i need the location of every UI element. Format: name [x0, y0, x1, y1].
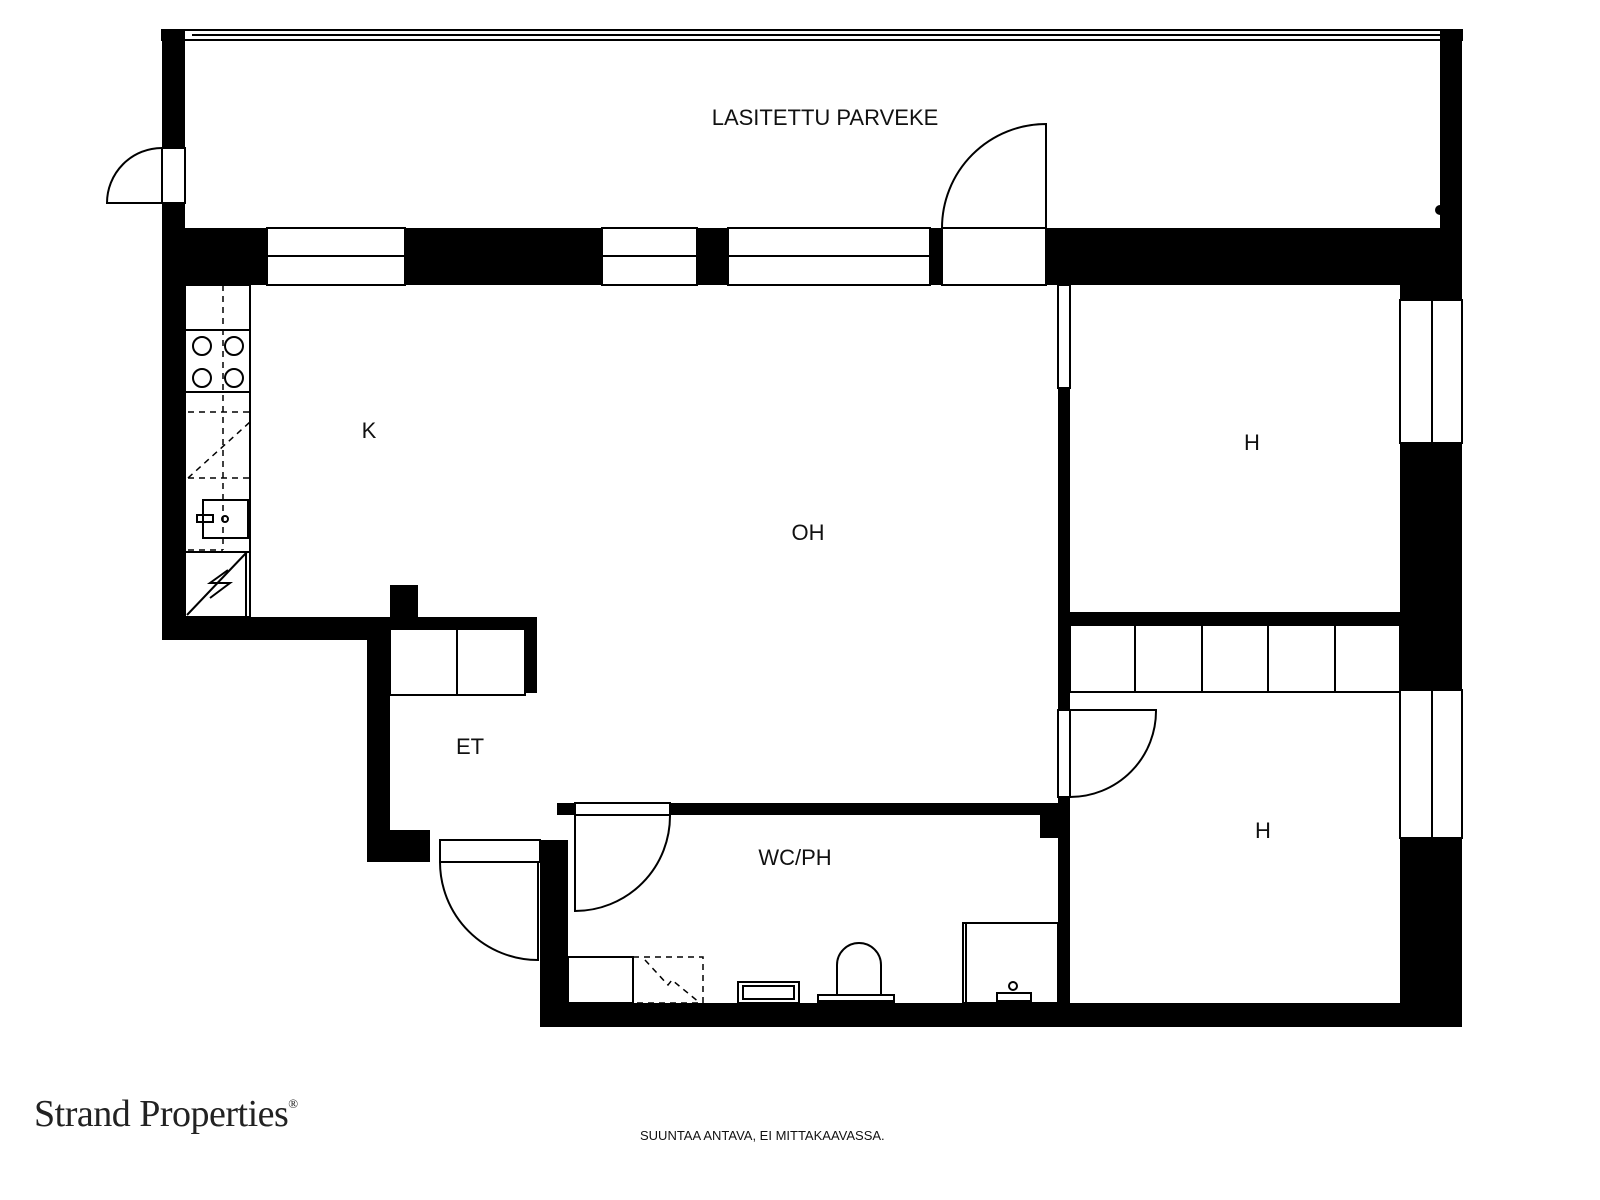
bedroom-wardrobes — [1069, 624, 1401, 693]
balcony-glazing — [161, 29, 1463, 41]
doors — [105, 122, 1158, 962]
bathroom-fixtures — [567, 922, 1059, 1004]
hall-closet — [389, 628, 526, 696]
room-label-hall: ET — [456, 734, 484, 759]
room-label-bathroom: WC/PH — [758, 845, 831, 870]
room-label-bedroom-lower: H — [1255, 818, 1271, 843]
brand-logo: Strand Properties® — [34, 1092, 298, 1136]
kitchen-counter — [184, 284, 251, 618]
room-label-bedroom-upper: H — [1244, 430, 1260, 455]
walls — [162, 30, 1462, 1027]
room-label-balcony: LASITETTU PARVEKE — [712, 105, 939, 130]
windows — [266, 227, 1463, 839]
room-label-kitchen: K — [362, 418, 377, 443]
brand-name: Strand Properties — [34, 1093, 289, 1135]
drain-dot — [1435, 205, 1445, 215]
room-label-living: OH — [792, 520, 825, 545]
brand-registered-mark: ® — [288, 1096, 298, 1111]
scale-disclaimer: SUUNTAA ANTAVA, EI MITTAKAAVASSA. — [640, 1128, 885, 1143]
